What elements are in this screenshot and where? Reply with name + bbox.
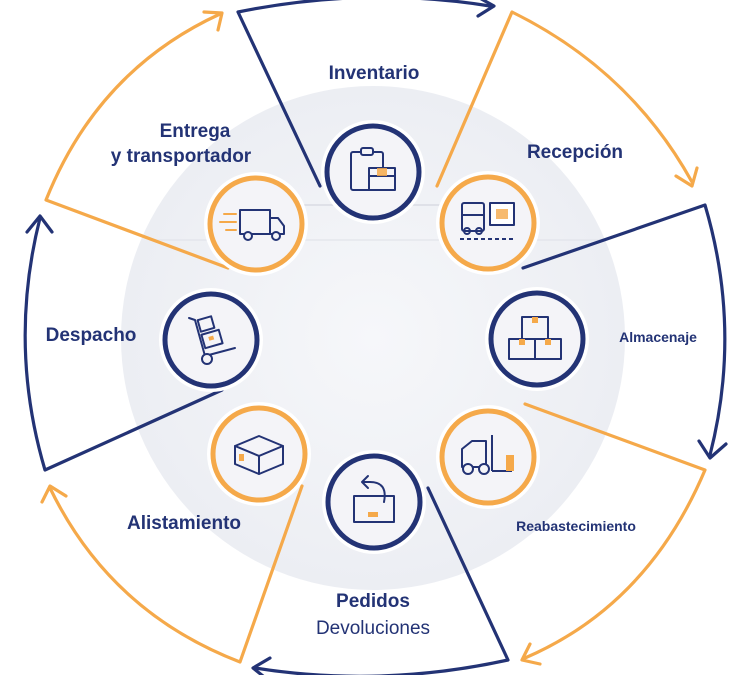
forklift-icon — [461, 435, 514, 475]
arrow-segment-entrega — [44, 12, 230, 270]
node-alistamiento — [203, 398, 315, 510]
label-inventario: Inventario — [328, 63, 420, 84]
arrowhead — [25, 214, 54, 234]
node-recepcion — [432, 167, 544, 279]
fast-delivery-truck-icon — [219, 209, 285, 241]
label-despacho: Despacho — [45, 325, 137, 346]
node-pedidos — [318, 446, 430, 558]
arrowhead — [697, 439, 728, 460]
stacked-boxes-icon — [508, 316, 562, 360]
label-recepcion: Recepción — [526, 142, 624, 163]
label-entrega-line1: Entrega — [159, 121, 231, 142]
arrowhead — [202, 10, 224, 32]
label-reabastecimiento: Reabastecimiento — [516, 518, 636, 534]
arrow-segment-despacho — [23, 216, 224, 472]
clipboard-boxes-icon — [350, 147, 396, 191]
truck-loading-dock-icon — [460, 202, 516, 240]
return-box-icon — [353, 475, 395, 523]
node-reabastecimiento — [432, 401, 544, 513]
hand-truck-icon — [188, 315, 236, 365]
arrow-segment-recepcion — [435, 10, 694, 188]
arrow-segment-inventario — [236, 0, 492, 188]
node-almacenaje — [481, 283, 593, 395]
arrowhead — [251, 656, 272, 680]
label-almacenaje: Almacenaje — [619, 329, 697, 345]
node-entrega — [200, 168, 312, 280]
arrowhead — [674, 166, 699, 188]
label-alistamiento: Alistamiento — [126, 513, 242, 534]
arrowhead — [40, 484, 68, 504]
package-icon — [234, 435, 284, 475]
arrow-segment-reabastecimiento — [523, 402, 707, 660]
label-entrega-line2: y transportador — [110, 146, 252, 167]
label-pedidos: Pedidos — [336, 591, 410, 612]
label-devoluciones: Devoluciones — [315, 618, 431, 639]
arrow-segment-alistamiento — [48, 484, 304, 664]
arrowhead — [520, 642, 542, 666]
node-inventario — [317, 116, 429, 228]
node-despacho — [155, 284, 267, 396]
arrowhead — [476, 0, 496, 18]
arrow-segment-almacenaje — [521, 203, 727, 457]
